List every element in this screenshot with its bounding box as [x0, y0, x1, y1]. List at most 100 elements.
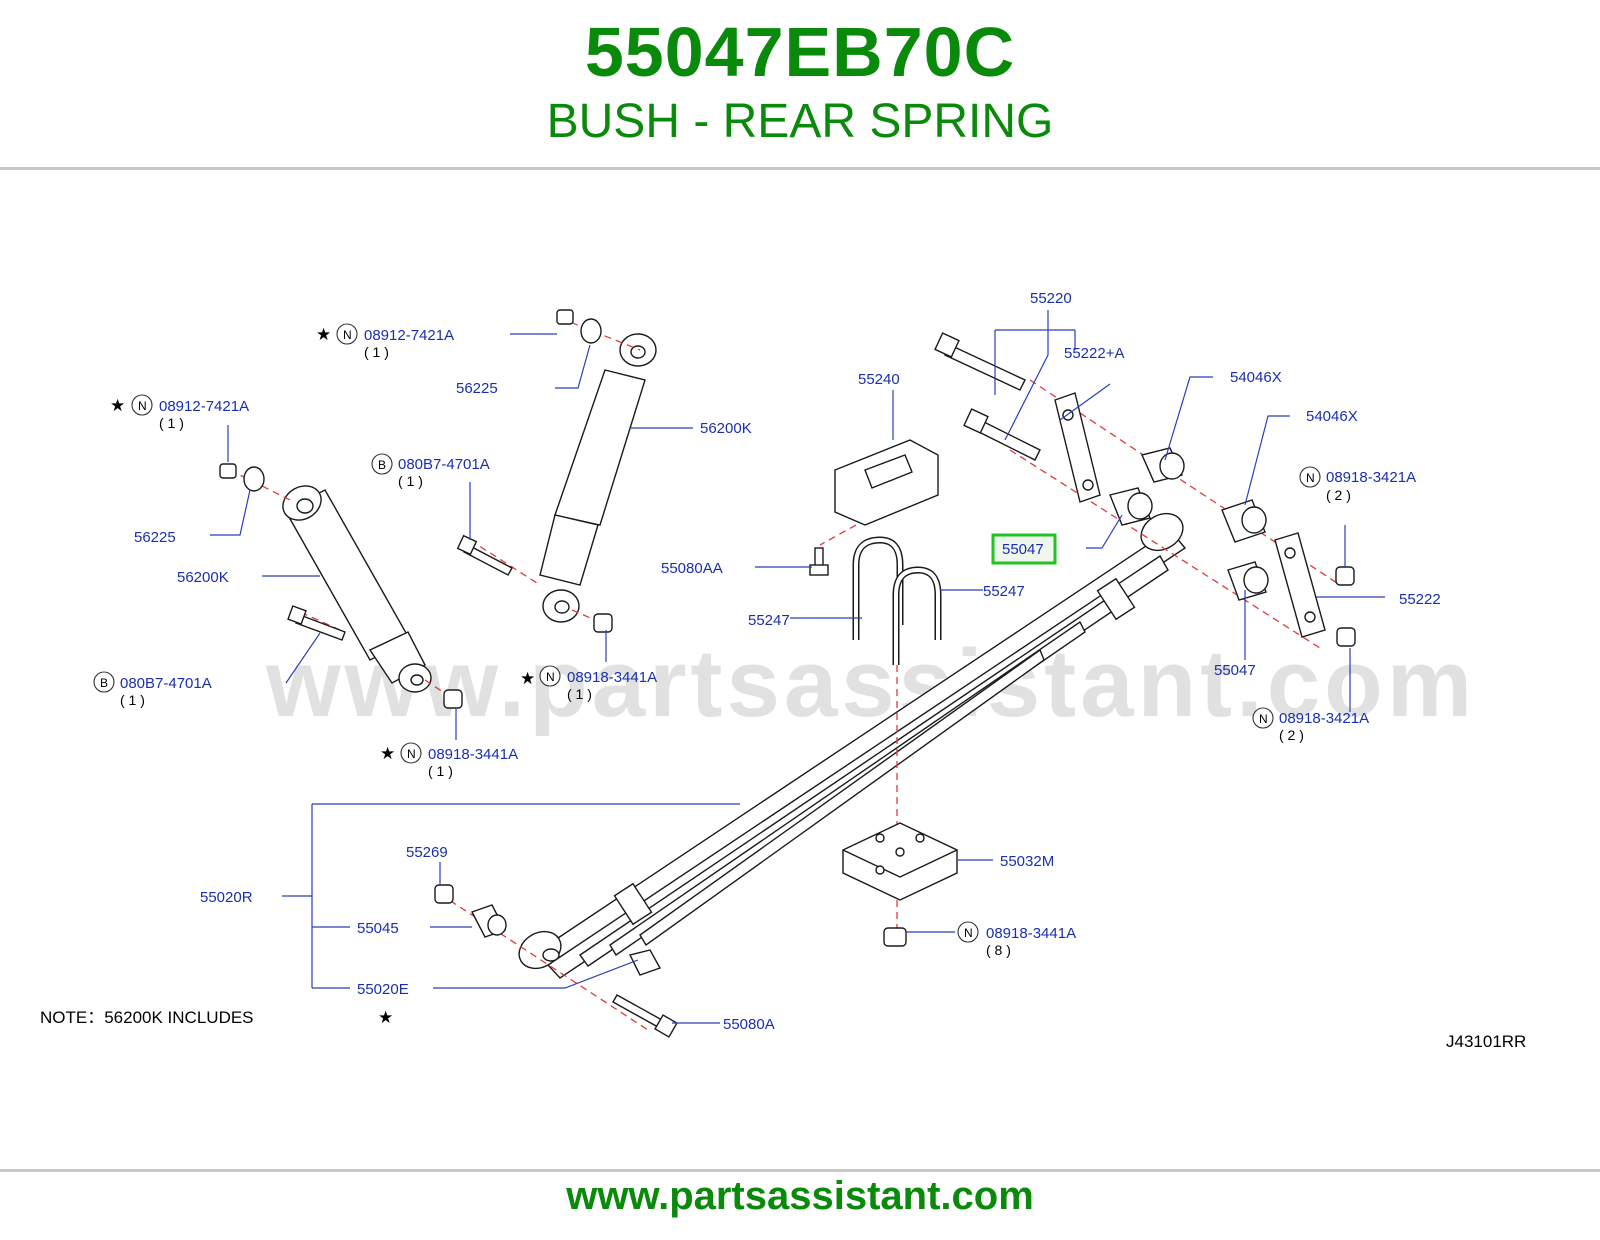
n-badge: [400, 742, 422, 764]
label-55080A[interactable]: 55080A: [723, 1016, 775, 1033]
n-badge: [539, 665, 561, 687]
label-08918-3421A-b[interactable]: 08918-3421A: [1279, 710, 1369, 727]
center-shock-nut-top: [556, 309, 602, 344]
n-badge-letter: N: [964, 926, 973, 940]
u-bolt-1: [852, 536, 904, 640]
bush-55047-b: [1227, 561, 1269, 601]
b-badge-letter: B: [100, 676, 108, 690]
n-badge-letter: N: [1306, 471, 1315, 485]
note-star-symbol: ★: [378, 1008, 393, 1027]
label-080B7-4701A-a[interactable]: 080B7-4701A: [398, 456, 490, 473]
shackle-pin-55220-b: [963, 408, 1041, 461]
center-shock-nut-bottom: [593, 613, 613, 633]
n-badge-letter: N: [138, 399, 147, 413]
star-symbol: ★: [316, 325, 331, 344]
label-55269[interactable]: 55269: [406, 844, 448, 861]
b-badge: [93, 671, 115, 693]
shackle-nut-a: [1335, 566, 1355, 586]
qty-label: ( 2 ): [1326, 487, 1351, 503]
note-text: NOTE：56200K INCLUDES: [40, 1008, 254, 1027]
label-080B7-4701A-b[interactable]: 080B7-4701A: [120, 675, 212, 692]
n-badge-letter: N: [343, 328, 352, 342]
label-56200K-a[interactable]: 56200K: [700, 420, 752, 437]
star-symbol: ★: [520, 669, 535, 688]
label-08918-3441A-b[interactable]: 08918-3441A: [428, 746, 518, 763]
b-badge-letter: B: [378, 458, 386, 472]
b-badge: [371, 453, 393, 475]
label-55240[interactable]: 55240: [858, 371, 900, 388]
qty-label: ( 1 ): [567, 686, 592, 702]
qty-label: ( 8 ): [986, 942, 1011, 958]
qty-label: ( 1 ): [398, 473, 423, 489]
label-08918-3441A-a[interactable]: 08918-3441A: [567, 669, 657, 686]
label-54046X-b[interactable]: 54046X: [1306, 408, 1358, 425]
n-badge-letter: N: [1259, 712, 1268, 726]
label-55222[interactable]: 55222: [1399, 591, 1441, 608]
label-08918-3421A-a[interactable]: 08918-3421A: [1326, 469, 1416, 486]
n-badge: [131, 394, 153, 416]
bolt-55080A: [612, 994, 678, 1038]
diagram-code: J43101RR: [1446, 1032, 1526, 1051]
nut-55269: [434, 884, 454, 904]
label-08912-7421A-b[interactable]: 08912-7421A: [159, 398, 249, 415]
qty-label: ( 1 ): [120, 692, 145, 708]
label-55220[interactable]: 55220: [1030, 290, 1072, 307]
n-badge-letter: N: [407, 747, 416, 761]
star-symbol: ★: [110, 396, 125, 415]
u-bolt-2: [892, 566, 942, 665]
n-badge: [1299, 466, 1321, 488]
label-54046X-a[interactable]: 54046X: [1230, 369, 1282, 386]
bush-55047-a: [1109, 487, 1153, 526]
left-shock-absorber: [282, 485, 432, 693]
qty-label: ( 1 ): [364, 344, 389, 360]
footer-divider: [0, 1169, 1600, 1172]
qty-label: ( 2 ): [1279, 727, 1304, 743]
label-55222A[interactable]: 55222+A: [1064, 345, 1124, 362]
part-number-title: 55047EB70C: [584, 13, 1016, 91]
label-08912-7421A-a[interactable]: 08912-7421A: [364, 327, 454, 344]
n-badge: [1252, 707, 1274, 729]
highlighted-part-box: [991, 533, 1057, 565]
left-shock-bolt: [287, 605, 346, 641]
qty-label: ( 1 ): [428, 763, 453, 779]
header-divider: [0, 167, 1600, 170]
bush-55045: [471, 904, 507, 938]
leaf-spring-assembly: [518, 512, 1187, 979]
n-badge: [957, 921, 979, 943]
leader-lines: [210, 310, 1385, 1024]
footer-website-link[interactable]: www.partsassistant.com: [566, 1174, 1034, 1218]
label-08918-3441A-c[interactable]: 08918-3441A: [986, 925, 1076, 942]
bush-54046X-a: [1141, 447, 1185, 483]
washer-plate: [628, 949, 662, 976]
label-55047-highlighted[interactable]: 55047: [1002, 541, 1044, 558]
label-55047[interactable]: 55047: [1214, 662, 1256, 679]
center-shock-absorber: [539, 333, 657, 623]
star-symbol: ★: [380, 744, 395, 763]
label-55045[interactable]: 55045: [357, 920, 399, 937]
label-55032M[interactable]: 55032M: [1000, 853, 1054, 870]
label-55247-b[interactable]: 55247: [748, 612, 790, 629]
label-55020R[interactable]: 55020R: [200, 889, 253, 906]
n-badge: [336, 323, 358, 345]
seat-bolt-55080AA: [809, 547, 829, 576]
bush-54046X-b: [1221, 499, 1267, 543]
shackle-pin-55220-a: [934, 332, 1026, 391]
label-56225-a[interactable]: 56225: [456, 380, 498, 397]
shackle-nut-b: [1336, 627, 1356, 647]
u-bolt-nut: [883, 927, 907, 947]
part-name-subtitle: BUSH - REAR SPRING: [546, 95, 1054, 148]
n-badge-letter: N: [546, 670, 555, 684]
page-header: 55047EB70C BUSH - REAR SPRING: [0, 0, 1600, 168]
label-55247-a[interactable]: 55247: [983, 583, 1025, 600]
label-55020E[interactable]: 55020E: [357, 981, 409, 998]
left-shock-nut-top: [219, 463, 265, 492]
left-shock-nut-bottom: [443, 689, 463, 709]
label-55080AA[interactable]: 55080AA: [661, 560, 723, 577]
label-56225-b[interactable]: 56225: [134, 529, 176, 546]
spring-plate-55032M: [842, 822, 958, 901]
center-shock-bolt: [456, 534, 513, 576]
label-56200K-b[interactable]: 56200K: [177, 569, 229, 586]
qty-label: ( 1 ): [159, 415, 184, 431]
shackle-plate-55222: [1274, 532, 1326, 638]
